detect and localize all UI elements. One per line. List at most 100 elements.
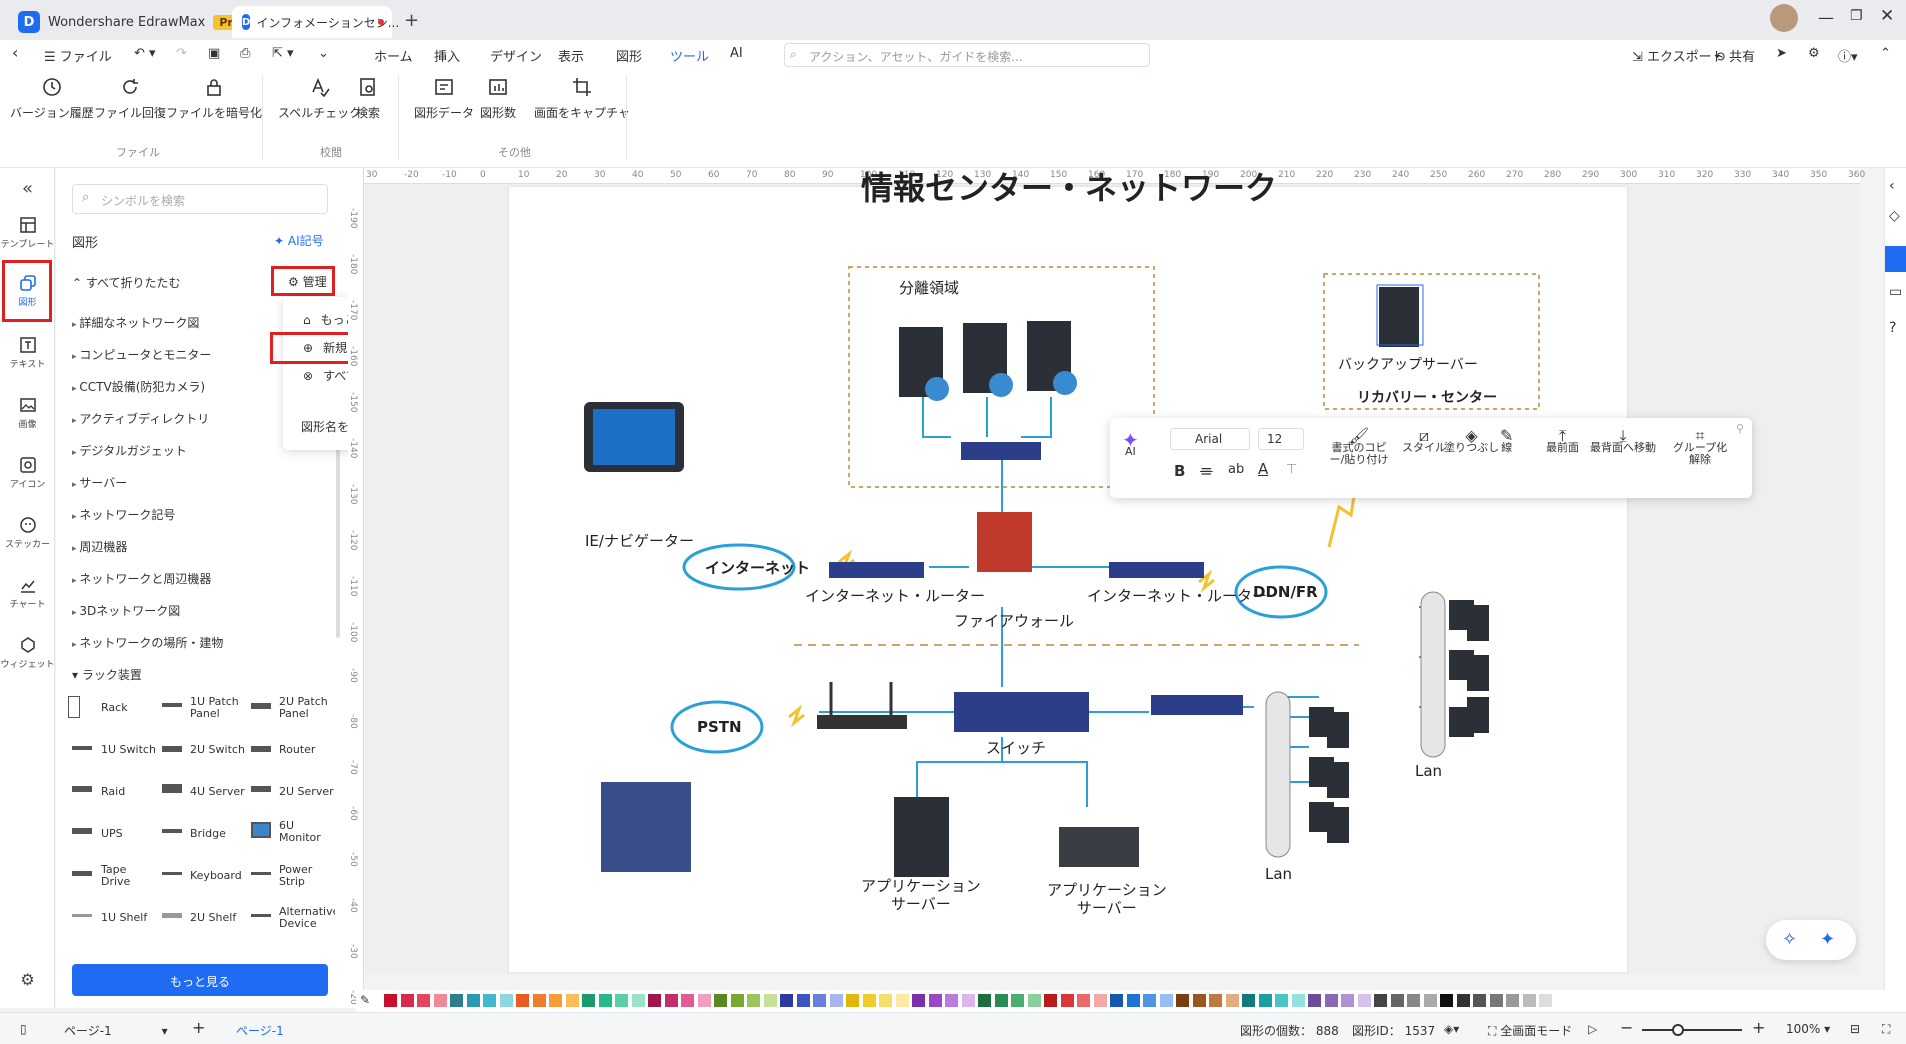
format-panel-icon[interactable]: ◇ bbox=[1889, 208, 1900, 224]
alt-device-symbol-icon[interactable] bbox=[251, 914, 271, 917]
color-swatch[interactable] bbox=[1110, 994, 1123, 1007]
color-swatch[interactable] bbox=[1159, 994, 1173, 1007]
collapse-ribbon-icon[interactable]: ⌃ bbox=[1880, 46, 1891, 61]
bold-icon[interactable]: B bbox=[1174, 462, 1186, 480]
undo-icon[interactable]: ↶ ▾ bbox=[134, 46, 156, 61]
rail-icons[interactable]: アイコン bbox=[0, 456, 55, 490]
bring-front-button[interactable]: ⤒最前面 bbox=[1546, 428, 1579, 454]
page-tab[interactable]: ページ-1 bbox=[236, 1024, 284, 1038]
color-swatch[interactable] bbox=[433, 994, 447, 1007]
share-button[interactable]: ⟲ 共有 bbox=[1714, 50, 1756, 65]
redo-icon[interactable]: ↷ bbox=[176, 46, 187, 61]
color-swatch[interactable] bbox=[1539, 994, 1552, 1007]
layers-icon[interactable]: ◈▾ bbox=[1444, 1022, 1460, 1036]
color-swatch[interactable] bbox=[895, 994, 909, 1007]
page-panel-icon[interactable] bbox=[1885, 246, 1906, 272]
color-swatch[interactable] bbox=[1324, 994, 1338, 1007]
category-item[interactable]: サーバー bbox=[72, 474, 127, 491]
rail-image[interactable]: 画像 bbox=[0, 396, 55, 430]
label-firewall[interactable]: ファイアウォール bbox=[954, 612, 1075, 630]
patch-panel-symbol-icon[interactable] bbox=[251, 703, 271, 709]
rail-templates[interactable]: テンプレート bbox=[0, 216, 55, 250]
color-swatch[interactable] bbox=[1143, 994, 1156, 1007]
zoom-out-icon[interactable]: − bbox=[1620, 1018, 1634, 1037]
export-small-icon[interactable]: ⇱ ▾ bbox=[272, 46, 294, 61]
menu-insert[interactable]: 挿入 bbox=[434, 50, 461, 65]
shelf-symbol-icon[interactable] bbox=[162, 913, 182, 918]
category-item[interactable]: 詳細なネットワーク図 bbox=[72, 314, 199, 331]
help-panel-icon[interactable]: ? bbox=[1889, 320, 1897, 336]
color-swatch[interactable] bbox=[1390, 994, 1404, 1007]
label-ie[interactable]: IE/ナビゲーター bbox=[585, 532, 694, 550]
category-item[interactable]: ネットワークの場所・建物 bbox=[72, 634, 223, 651]
label-switch[interactable]: スイッチ bbox=[986, 739, 1047, 757]
add-page-icon[interactable]: + bbox=[192, 1018, 206, 1037]
manage-button[interactable]: ⚙ 管理 bbox=[288, 275, 327, 289]
label-internet[interactable]: インターネット bbox=[705, 559, 811, 577]
ungroup-button[interactable]: ⌗グループ化解除 bbox=[1670, 428, 1730, 466]
color-swatch[interactable] bbox=[1060, 994, 1074, 1007]
router-symbol-icon[interactable] bbox=[251, 746, 271, 752]
style-button[interactable]: ⧄スタイル bbox=[1402, 428, 1446, 454]
open-category[interactable]: ▾ ラック装置 bbox=[72, 668, 142, 682]
fill-button[interactable]: ◈塗りつぶし bbox=[1444, 428, 1499, 454]
color-swatch[interactable] bbox=[1275, 994, 1288, 1007]
color-swatch[interactable] bbox=[747, 994, 760, 1007]
color-swatch[interactable] bbox=[417, 994, 430, 1007]
pin-icon[interactable]: ⚲ bbox=[1736, 422, 1745, 435]
color-swatch[interactable] bbox=[945, 994, 958, 1007]
color-swatch[interactable] bbox=[598, 994, 612, 1007]
menu-home[interactable]: ホーム bbox=[374, 50, 413, 65]
back-icon[interactable]: ‹ bbox=[12, 43, 19, 62]
color-swatch[interactable] bbox=[1027, 994, 1041, 1007]
book-view-icon[interactable]: ⊟ bbox=[1850, 1022, 1861, 1036]
color-swatch[interactable] bbox=[961, 994, 975, 1007]
label-lan-2[interactable]: Lan bbox=[1415, 762, 1443, 780]
color-swatch[interactable] bbox=[879, 994, 892, 1007]
color-swatch[interactable] bbox=[648, 994, 661, 1007]
color-swatch[interactable] bbox=[714, 994, 727, 1007]
color-swatch[interactable] bbox=[516, 994, 529, 1007]
color-swatch[interactable] bbox=[1440, 994, 1453, 1007]
close-icon[interactable]: ✕ bbox=[1880, 6, 1895, 26]
font-family-select[interactable]: Arial bbox=[1170, 428, 1250, 450]
color-swatch[interactable] bbox=[1225, 994, 1239, 1007]
color-swatch[interactable] bbox=[1176, 994, 1189, 1007]
font-color-icon[interactable]: A bbox=[1258, 460, 1269, 478]
color-swatch[interactable] bbox=[1374, 994, 1387, 1007]
color-swatch[interactable] bbox=[697, 994, 711, 1007]
color-swatch[interactable] bbox=[1044, 994, 1057, 1007]
avatar[interactable] bbox=[1770, 4, 1798, 32]
monitor-symbol-icon[interactable] bbox=[251, 822, 271, 838]
label-backup-server[interactable]: バックアップサーバー bbox=[1338, 357, 1478, 373]
keyboard-symbol-icon[interactable] bbox=[162, 872, 182, 875]
color-swatch[interactable] bbox=[466, 994, 480, 1007]
color-swatch[interactable] bbox=[912, 994, 925, 1007]
color-swatch[interactable] bbox=[615, 994, 628, 1007]
tape-drive-symbol-icon[interactable] bbox=[72, 871, 92, 876]
help-icon[interactable]: ⓘ▾ bbox=[1838, 50, 1858, 65]
copy-format-button[interactable]: 🖌書式のコピー/貼り付け bbox=[1328, 428, 1390, 466]
ai-magic-icon[interactable]: ✧ bbox=[1782, 929, 1798, 950]
color-swatch[interactable] bbox=[846, 994, 859, 1007]
category-item[interactable]: デジタルガジェット bbox=[72, 442, 186, 459]
color-swatch[interactable] bbox=[1423, 994, 1437, 1007]
print-icon[interactable]: ⎙ bbox=[240, 46, 251, 61]
color-swatch[interactable] bbox=[796, 994, 810, 1007]
color-swatch[interactable] bbox=[483, 994, 496, 1007]
category-item[interactable]: アクティブディレクトリ bbox=[72, 410, 209, 427]
symbol-search-input[interactable]: シンボルを検索 bbox=[72, 184, 328, 214]
bridge-symbol-icon[interactable] bbox=[162, 829, 182, 833]
document-tab[interactable]: D インフォメーションセン... bbox=[232, 6, 399, 38]
menu-view[interactable]: 表示 bbox=[558, 50, 585, 65]
color-swatch[interactable] bbox=[1456, 994, 1470, 1007]
expand-panel-icon[interactable]: ‹ bbox=[1889, 178, 1895, 194]
ups-symbol-icon[interactable] bbox=[72, 828, 92, 834]
color-swatch[interactable] bbox=[780, 994, 793, 1007]
color-swatch[interactable] bbox=[532, 994, 546, 1007]
export-button[interactable]: ⇲ エクスポート bbox=[1632, 50, 1725, 65]
diagram-title[interactable]: 情報センター・ネットワーク bbox=[860, 169, 1277, 207]
color-swatch[interactable] bbox=[499, 994, 513, 1007]
more-shapes-button[interactable]: もっと見る bbox=[72, 964, 328, 996]
zoom-in-icon[interactable]: + bbox=[1752, 1018, 1766, 1037]
